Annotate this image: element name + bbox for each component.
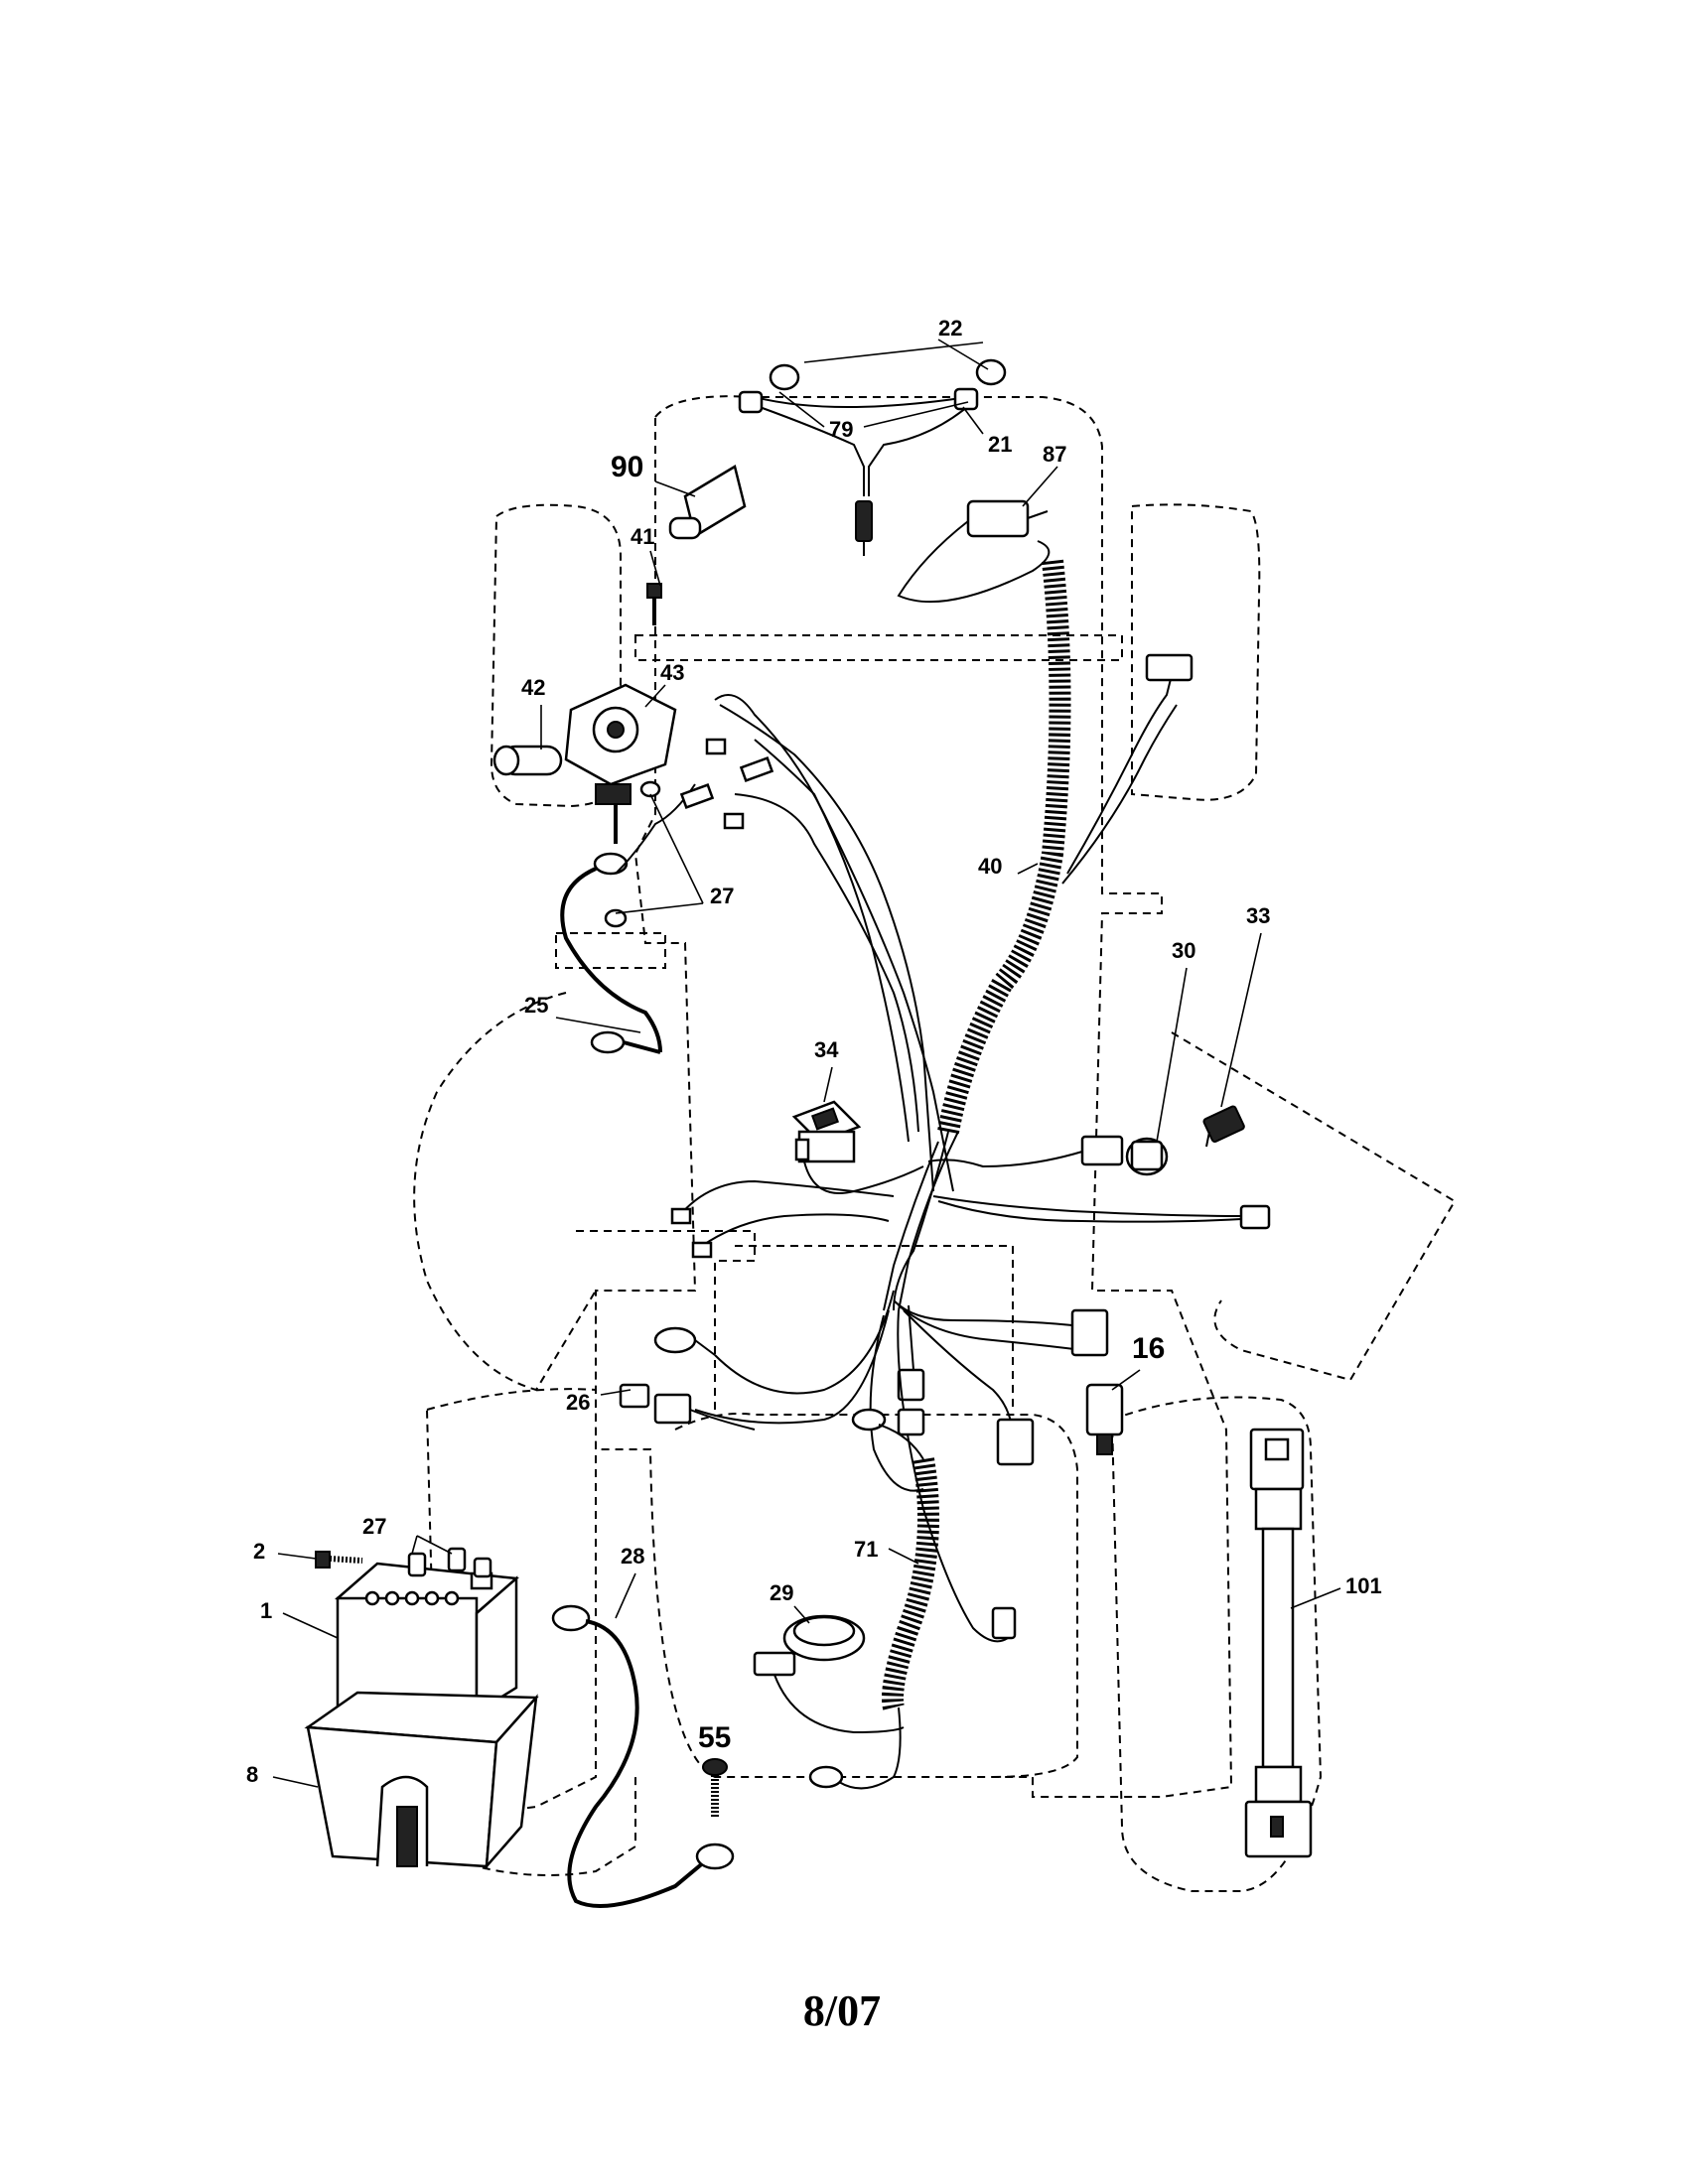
- part-30-switch: [927, 1135, 1169, 1176]
- part-90-key: [668, 465, 747, 540]
- callout-25: 25: [524, 993, 548, 1018]
- lower-harness: [653, 1290, 1109, 1643]
- part-43-ignition-switch: [564, 683, 677, 844]
- part-29-horn: [753, 1614, 905, 1734]
- callout-90: 90: [611, 451, 643, 483]
- callout-28: 28: [621, 1544, 644, 1569]
- part-87-switch: [897, 499, 1051, 604]
- callout-71: 71: [854, 1537, 878, 1562]
- leader-lines: [272, 339, 1341, 1788]
- callout-42: 42: [521, 675, 545, 700]
- callout-101: 101: [1345, 1573, 1382, 1598]
- cable-25: [560, 852, 662, 1054]
- callout-79: 79: [829, 417, 853, 442]
- callout-26: 26: [566, 1390, 590, 1415]
- part-41-bolt: [646, 583, 662, 625]
- callout-22: 22: [938, 316, 962, 341]
- tractor-outline: [413, 395, 1457, 1892]
- callout-27-upper: 27: [710, 884, 734, 908]
- callout-43: 43: [660, 660, 684, 685]
- bolt-55: [702, 1758, 728, 1817]
- battery-tray-8: [304, 1691, 539, 1870]
- footer-date: 8/07: [803, 1986, 881, 2035]
- harness-101: [1244, 1428, 1313, 1858]
- callout-29: 29: [770, 1580, 793, 1605]
- right-leads: [932, 1195, 1271, 1230]
- callout-30: 30: [1172, 938, 1195, 963]
- callout-21: 21: [988, 432, 1012, 457]
- callout-41: 41: [631, 524, 654, 549]
- part-26-connector: [619, 1383, 756, 1431]
- terminals-27: [407, 1547, 492, 1578]
- switch-34: [791, 1100, 924, 1194]
- cable-28: [551, 1604, 735, 1908]
- nuts-27: [604, 780, 661, 928]
- harness-branches: [615, 694, 954, 1192]
- callout-40: 40: [978, 854, 1002, 879]
- callout-labels: 22 79 21 87 90 41 42 43 27 40 33 30 25 3…: [246, 316, 1382, 1787]
- callout-87: 87: [1043, 442, 1066, 467]
- part-16-connector: [1085, 1383, 1124, 1455]
- callout-8: 8: [246, 1762, 258, 1787]
- callout-55: 55: [698, 1721, 731, 1754]
- part-42-cap: [492, 745, 563, 776]
- bolt-2: [315, 1551, 363, 1569]
- battery-1: [335, 1562, 519, 1715]
- callout-27-lower: 27: [362, 1514, 386, 1539]
- part-33-switch: [1202, 1105, 1245, 1148]
- callout-2: 2: [253, 1539, 265, 1564]
- callout-1: 1: [260, 1598, 272, 1623]
- headlight-assembly: [738, 358, 1007, 556]
- callout-16: 16: [1132, 1332, 1165, 1365]
- main-harness-40: [883, 559, 1193, 1311]
- left-leads: [670, 1179, 895, 1259]
- callout-33: 33: [1246, 903, 1270, 928]
- callout-34: 34: [814, 1037, 839, 1062]
- coil-harness-71: [808, 1408, 939, 1790]
